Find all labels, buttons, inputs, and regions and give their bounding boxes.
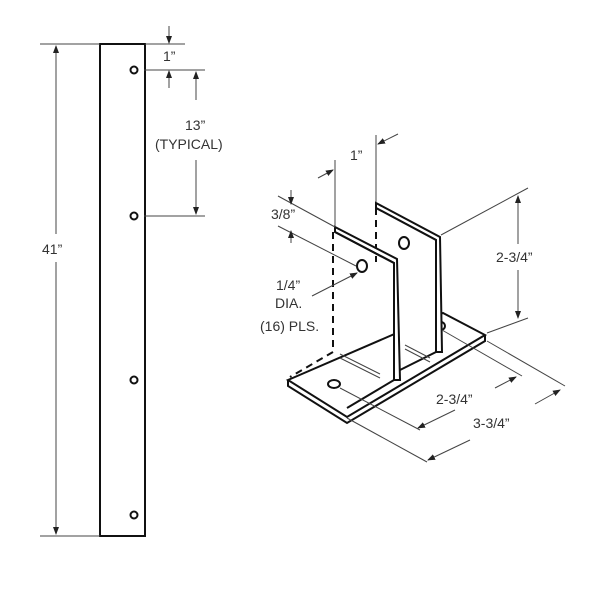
height-label: 2-3/4” <box>496 249 533 265</box>
bracket-dimensions <box>277 133 566 463</box>
overall-length-label: 41” <box>42 241 63 257</box>
spacing-note: (TYPICAL) <box>155 136 223 152</box>
hole-dia-unit-label: DIA. <box>275 295 302 311</box>
strip-dimensions <box>40 26 205 537</box>
flange-offset-label: 1” <box>350 147 363 163</box>
base-width-label: 2-3/4” <box>436 391 473 407</box>
hole-count-label: (16) PLS. <box>260 318 319 334</box>
spacing-label: 13” <box>185 117 206 133</box>
end-offset-label: 1” <box>163 48 176 64</box>
mounting-strip <box>99 43 146 537</box>
hole-edge-label: 3/8” <box>271 206 295 222</box>
hole-dia-label: 1/4” <box>276 277 300 293</box>
base-length-label: 3-3/4” <box>473 415 510 431</box>
bracket <box>285 201 488 425</box>
